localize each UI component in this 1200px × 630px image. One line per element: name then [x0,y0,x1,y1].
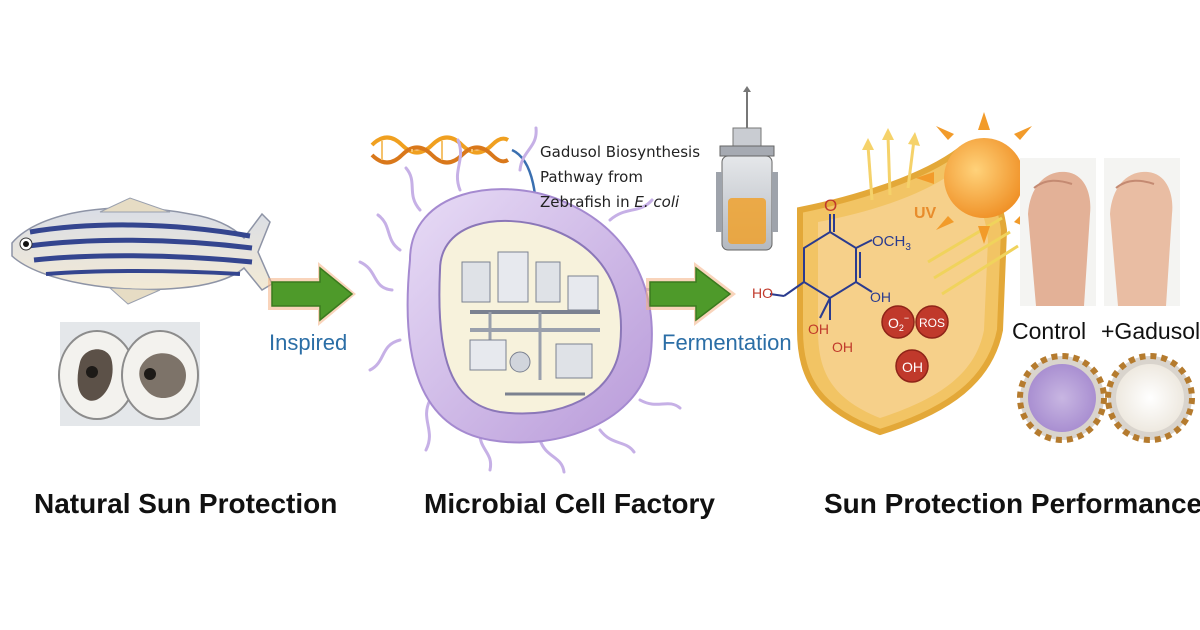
arrow-inspired [268,262,356,326]
plate-control [1017,353,1107,443]
uv-rays [927,216,1019,296]
embryo-photos [58,322,200,426]
molecule-oh-group-2: OH [832,339,853,355]
molecule-oh-group-3: OH [870,289,891,305]
deflected-rays [866,135,916,201]
caption-sun-protection-performance: Sun Protection Performance [824,488,1200,519]
molecule-methoxy-group: OCH3 [872,233,911,253]
label-fermentation: Fermentation [662,330,792,355]
caption-natural-sun-protection: Natural Sun Protection [34,488,338,519]
bacterial-cell-illustration [358,126,686,474]
dna-helix-icon [370,135,510,165]
ros-hydroxyl-label: OH [902,359,923,375]
caption-microbial-cell-factory: Microbial Cell Factory [424,488,715,519]
label-gadusol: +Gadusol [1101,318,1200,344]
ros-label: ROS [919,316,945,330]
shield-illustration [797,146,1008,436]
molecule-oh-group-1: OH [808,321,829,337]
pathway-line-3: Zebrafish in E. coli [540,193,680,211]
zebrafish-illustration [11,197,273,305]
molecule-ho-group: HO [752,285,773,301]
pathway-line-2: Pathway from [540,168,643,186]
arrow-fermentation [646,262,736,326]
ros-species [881,305,949,383]
label-inspired: Inspired [269,330,348,355]
factory-machinery [461,251,600,396]
plate-gadusol [1105,353,1195,443]
bioreactor-icon [716,86,778,251]
molecule-carbonyl-oxygen: O [824,196,837,215]
pathway-description: Gadusol Biosynthesis Pathway from Zebraf… [540,140,700,215]
wrist-photo-control [1020,158,1096,306]
pathway-line-1: Gadusol Biosynthesis [540,143,701,161]
wrist-photo-gadusol [1104,158,1180,306]
uv-label: UV [914,205,937,222]
label-control: Control [1012,318,1087,344]
ros-superoxide-label: O2− [888,313,909,333]
gadusol-molecule [769,214,873,320]
